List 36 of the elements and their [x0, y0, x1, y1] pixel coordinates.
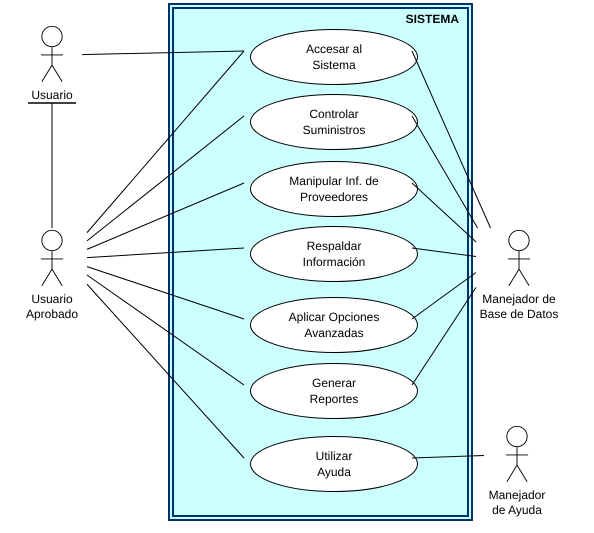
association-line: [27, 102, 77, 228]
use-case-label: Respaldar Información: [302, 238, 366, 270]
association-line: [86, 248, 244, 258]
use-case-ellipse: [250, 226, 418, 282]
association-line: [412, 272, 476, 320]
use-case-ellipse: [250, 29, 418, 85]
use-case-label: Manipular Inf. de Proveedores: [288, 173, 380, 205]
actor-name: Manejador de Base de Datos: [478, 292, 560, 322]
association-line: [86, 50, 244, 234]
association-line: [412, 182, 476, 242]
system-boundary: [168, 3, 473, 521]
use-case-label: Accesar al Sistema: [304, 41, 364, 73]
association-line: [412, 116, 478, 228]
association-line: [412, 50, 492, 228]
association-line: [82, 50, 244, 56]
association-line: [86, 182, 244, 250]
actor-name: Usuario: [30, 88, 74, 103]
association-line: [412, 248, 476, 258]
use-case-ellipse: [250, 436, 418, 492]
association-line: [412, 455, 484, 458]
use-case-ellipse: [250, 363, 418, 419]
association-line: [86, 274, 244, 386]
association-line: [86, 116, 244, 242]
use-case-ellipse: [250, 297, 418, 353]
association-line: [412, 286, 476, 386]
use-case-ellipse: [250, 94, 418, 150]
use-case-label: Controlar Suministros: [302, 106, 366, 138]
actor-name: Manejador de Ayuda: [488, 488, 546, 518]
actor-name: Usuario Aprobado: [24, 292, 80, 322]
use-case-label: Aplicar Opciones Avanzadas: [288, 309, 380, 341]
system-title: SISTEMA: [406, 12, 459, 27]
use-case-ellipse: [250, 161, 418, 217]
use-case-label: Utilizar Ayuda: [314, 448, 354, 480]
association-line: [86, 284, 244, 458]
use-case-label: Generar Reportes: [308, 375, 360, 407]
association-line: [86, 266, 244, 320]
